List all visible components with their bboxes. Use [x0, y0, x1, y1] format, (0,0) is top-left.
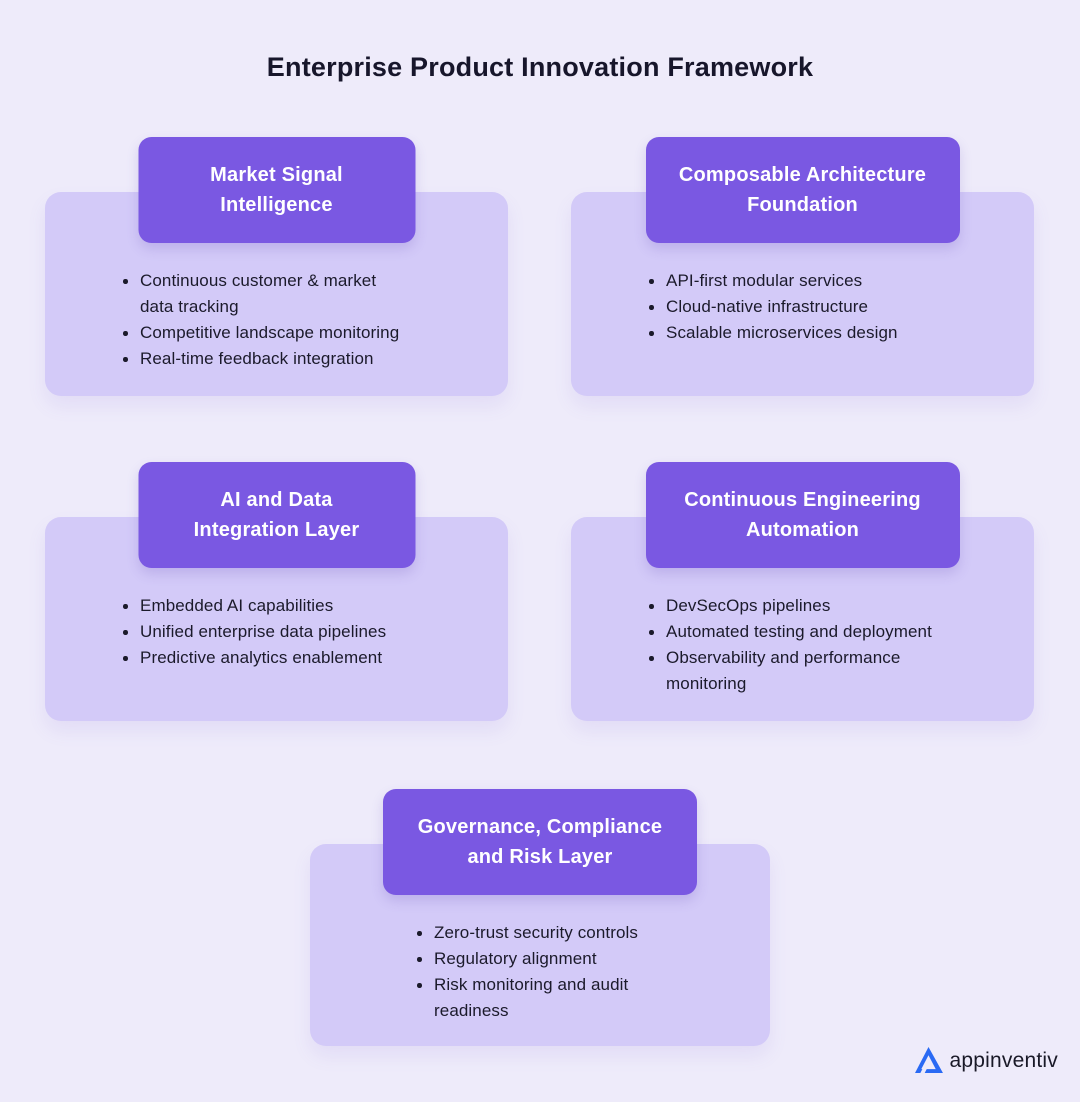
page-title: Enterprise Product Innovation Framework — [266, 52, 814, 82]
bullet-item: Real-time feedback integration — [123, 346, 484, 372]
bullet-item: Zero-trust security controls — [417, 920, 746, 946]
card-header-title: AI and Data Integration Layer — [193, 489, 360, 541]
card-header: Market Signal Intelligence — [138, 137, 415, 243]
appinventiv-logo-text: appinventiv — [949, 1048, 1058, 1072]
bullet-item: Observability and performance monitoring — [649, 645, 1010, 697]
bullet-item: Predictive analytics enablement — [123, 645, 484, 671]
card-header-title: Composable Architecture Foundation — [678, 164, 927, 216]
bullet-item: Continuous customer & market data tracki… — [123, 268, 484, 320]
bullet-item: Automated testing and deployment — [649, 619, 1010, 645]
card-header-title: Continuous Engineering Automation — [684, 489, 921, 541]
card-header-title: Governance, Compliance and Risk Layer — [417, 816, 663, 868]
card-bullet-list: Zero-trust security controls Regulatory … — [417, 920, 746, 1024]
bullet-item: DevSecOps pipelines — [649, 593, 1010, 619]
card-header: AI and Data Integration Layer — [138, 462, 415, 568]
card-bullet-list: Continuous customer & market data tracki… — [123, 268, 484, 372]
bullet-item: Unified enterprise data pipelines — [123, 619, 484, 645]
appinventiv-logo-icon — [914, 1047, 943, 1074]
card-bullet-list: API-first modular services Cloud-native … — [649, 268, 1010, 346]
appinventiv-logo: appinventiv — [914, 1047, 1058, 1074]
bullet-item: Regulatory alignment — [417, 946, 746, 972]
card-header-title: Market Signal Intelligence — [210, 164, 343, 216]
bullet-item: Scalable microservices design — [649, 320, 1010, 346]
bullet-item: API-first modular services — [649, 268, 1010, 294]
bullet-item: Cloud-native infrastructure — [649, 294, 1010, 320]
bullet-item: Risk monitoring and audit readiness — [417, 972, 746, 1024]
card-bullet-list: DevSecOps pipelines Automated testing an… — [649, 593, 1010, 697]
bullet-item: Competitive landscape monitoring — [123, 320, 484, 346]
card-header: Continuous Engineering Automation — [645, 462, 960, 568]
card-header: Governance, Compliance and Risk Layer — [383, 789, 697, 895]
card-header: Composable Architecture Foundation — [645, 137, 960, 243]
card-bullet-list: Embedded AI capabilities Unified enterpr… — [123, 593, 484, 671]
bullet-item: Embedded AI capabilities — [123, 593, 484, 619]
